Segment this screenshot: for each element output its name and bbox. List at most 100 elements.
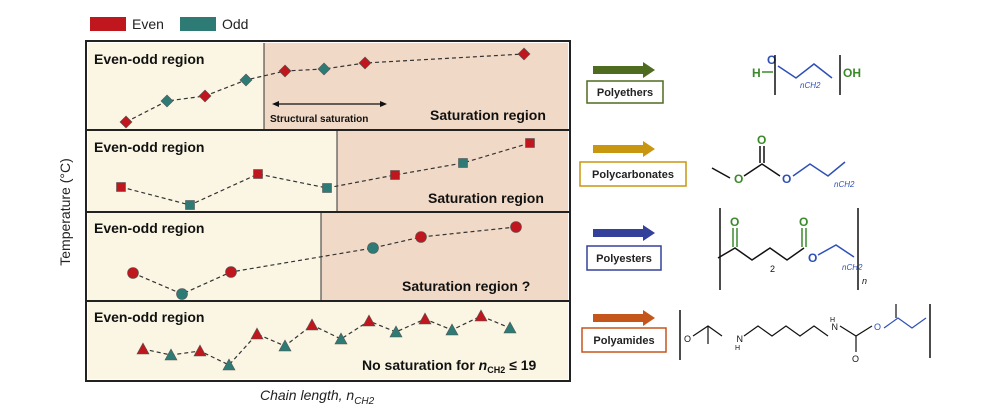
series-polyamides	[136, 309, 517, 371]
evenodd-region-label: Even-odd region	[94, 51, 204, 67]
no-saturation-label: No saturation for nCH2 ≤ 19	[362, 357, 536, 375]
data-marker-even	[253, 169, 263, 179]
x-axis-label: Chain length, nCH2	[260, 387, 375, 407]
data-marker-even	[474, 309, 488, 322]
data-marker-odd	[278, 339, 292, 352]
subscript-n: nCH2	[800, 81, 821, 90]
evenodd-region-label: Even-odd region	[94, 139, 204, 155]
series-polyesters	[127, 221, 522, 300]
arrow-shaft	[593, 66, 643, 74]
label-polyethers: Polyethers	[597, 87, 653, 99]
o-atom: O	[799, 215, 808, 229]
label-polycarbonates: Polycarbonates	[592, 169, 674, 181]
arrow-polyethers	[593, 62, 655, 78]
data-marker-even	[127, 267, 139, 279]
data-marker-even	[418, 312, 432, 325]
data-marker-odd	[445, 323, 459, 336]
arrow-polyamides	[593, 310, 655, 326]
o-atom: O	[874, 322, 881, 332]
arrow-head	[643, 62, 655, 78]
evenodd-region-bg	[88, 131, 337, 211]
data-marker-odd	[503, 321, 517, 334]
data-marker-even	[250, 327, 264, 340]
saturation-region-bg	[321, 213, 568, 300]
data-marker-odd	[317, 62, 331, 76]
arrow-polyesters	[593, 225, 655, 241]
polyester-structure: O 2 O O nCH2 n	[717, 208, 867, 290]
polyether-structure: H O nCH2 OH	[752, 53, 861, 95]
data-marker-odd	[222, 358, 236, 371]
data-marker-odd	[176, 288, 188, 300]
structural-saturation-label: Structural saturation	[270, 114, 368, 125]
subscript-n: nCH2	[834, 180, 855, 189]
series-polyethers	[119, 47, 531, 129]
data-marker-odd	[239, 73, 253, 87]
arrow-shaft	[593, 145, 643, 153]
data-marker-even	[362, 314, 376, 327]
data-marker-odd	[160, 94, 174, 108]
evenodd-region-label: Even-odd region	[94, 220, 204, 236]
data-marker-odd	[322, 183, 332, 193]
label-polyesters: Polyesters	[596, 253, 652, 265]
saturation-region-bg	[264, 43, 568, 129]
saturation-region-label: Saturation region	[430, 107, 546, 123]
polymer-class-polyethers: Polyethers	[586, 62, 664, 104]
trend-line	[132, 226, 517, 295]
h-atom: H	[752, 66, 761, 80]
data-marker-even	[517, 47, 531, 61]
data-marker-even	[119, 115, 133, 129]
arrow-shaft	[593, 229, 643, 237]
o-atom: O	[852, 354, 859, 364]
data-marker-odd	[334, 332, 348, 345]
legend: Even Odd	[90, 16, 248, 32]
o-atom: O	[782, 172, 791, 186]
structural-saturation-arrow	[272, 101, 387, 107]
data-marker-odd	[458, 158, 468, 168]
o-atom: O	[757, 133, 766, 147]
label-box-polyesters	[586, 245, 662, 271]
panel-polyamides: Even-odd region No saturation for nCH2 ≤…	[88, 302, 568, 379]
polymer-class-polycarbonates: Polycarbonates	[579, 141, 687, 187]
data-marker-even	[525, 138, 535, 148]
subscript-n-repeat: n	[862, 276, 867, 286]
series-polycarbonates	[116, 138, 535, 210]
arrow-head	[643, 310, 655, 326]
data-marker-even	[390, 170, 400, 180]
data-marker-odd	[389, 325, 403, 338]
o-atom: O	[684, 334, 691, 344]
trend-line	[125, 53, 525, 123]
polymer-class-polyamides: Polyamides	[581, 310, 667, 353]
subscript-2: 2	[770, 264, 775, 274]
polymer-class-polyesters: Polyesters	[586, 225, 662, 271]
data-marker-even	[278, 64, 292, 78]
evenodd-region-label: Even-odd region	[94, 309, 204, 325]
evenodd-region-bg	[88, 302, 568, 379]
data-marker-even	[510, 221, 522, 233]
label-polyamides: Polyamides	[593, 335, 654, 347]
evenodd-region-bg	[88, 213, 321, 300]
label-box-polyamides	[581, 327, 667, 353]
data-marker-odd	[367, 242, 379, 254]
o-atom: O	[730, 215, 739, 229]
o-atom: O	[808, 251, 817, 265]
data-marker-odd	[164, 348, 178, 361]
subscript-n: nCH2	[842, 263, 863, 272]
label-box-polycarbonates	[579, 161, 687, 187]
data-marker-even	[116, 182, 126, 192]
y-axis-label: Temperature (°C)	[57, 158, 73, 266]
data-marker-odd	[185, 200, 195, 210]
arrow-shaft	[593, 314, 643, 322]
legend-even-swatch	[90, 17, 126, 31]
legend-odd-swatch	[180, 17, 216, 31]
arrow-head	[643, 225, 655, 241]
panel-polycarbonates: Even-odd region Saturation region	[88, 131, 568, 211]
arrow-polycarbonates	[593, 141, 655, 157]
data-marker-even	[193, 344, 207, 357]
data-marker-even	[198, 89, 212, 103]
data-marker-even	[305, 318, 319, 331]
o-atom: O	[734, 172, 743, 186]
o-atom: O	[767, 53, 776, 67]
